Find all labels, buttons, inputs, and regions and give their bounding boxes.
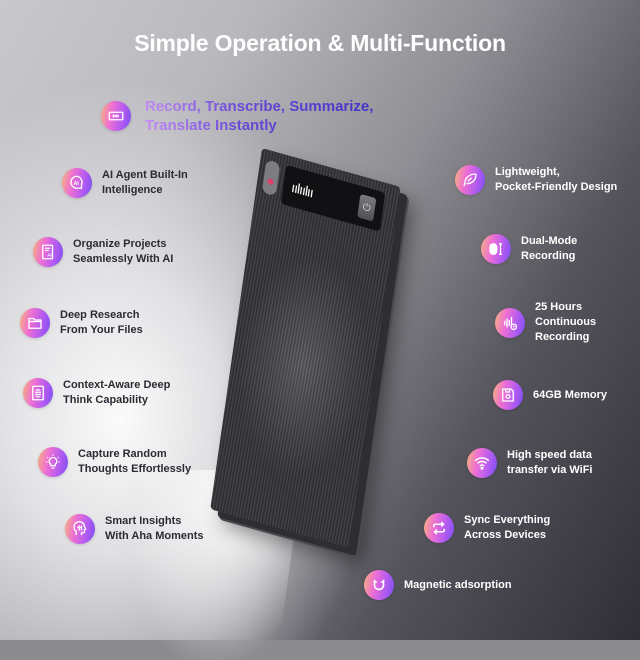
floppy-disk-icon [493,380,523,410]
waveform-screen-icon [101,101,131,131]
audio-clock-icon [495,307,525,338]
svg-text:AI: AI [74,181,80,187]
folder-icon [20,308,50,338]
power-button-icon: ⏻ [357,193,377,222]
page-title: Simple Operation & Multi-Function [134,30,506,56]
hero-text: Record, Transcribe, Summarize, Translate… [145,98,374,134]
wifi-icon [467,448,497,478]
record-indicator [267,177,274,186]
ai-chat-icon: AI [62,168,92,198]
dual-mode-icon [481,234,511,264]
feature-lightweight: Lightweight,Pocket-Friendly Design [455,165,617,195]
brain-head-icon [65,514,95,544]
sync-arrows-icon [424,513,454,543]
text-document-icon [23,378,53,408]
lightbulb-icon [38,447,68,477]
mode-slider [261,159,281,197]
ai-document-icon: AI [33,237,63,267]
feature-magnetic: Magnetic adsorption [364,570,512,600]
magnet-icon [364,570,394,600]
waveform-icon: ıılıılıı [290,178,314,201]
hero-feature: Record, Transcribe, Summarize, Translate… [101,97,373,135]
feature-64gb-memory: 64GB Memory [493,380,607,410]
feather-icon [455,165,485,195]
svg-text:AI: AI [47,253,52,258]
